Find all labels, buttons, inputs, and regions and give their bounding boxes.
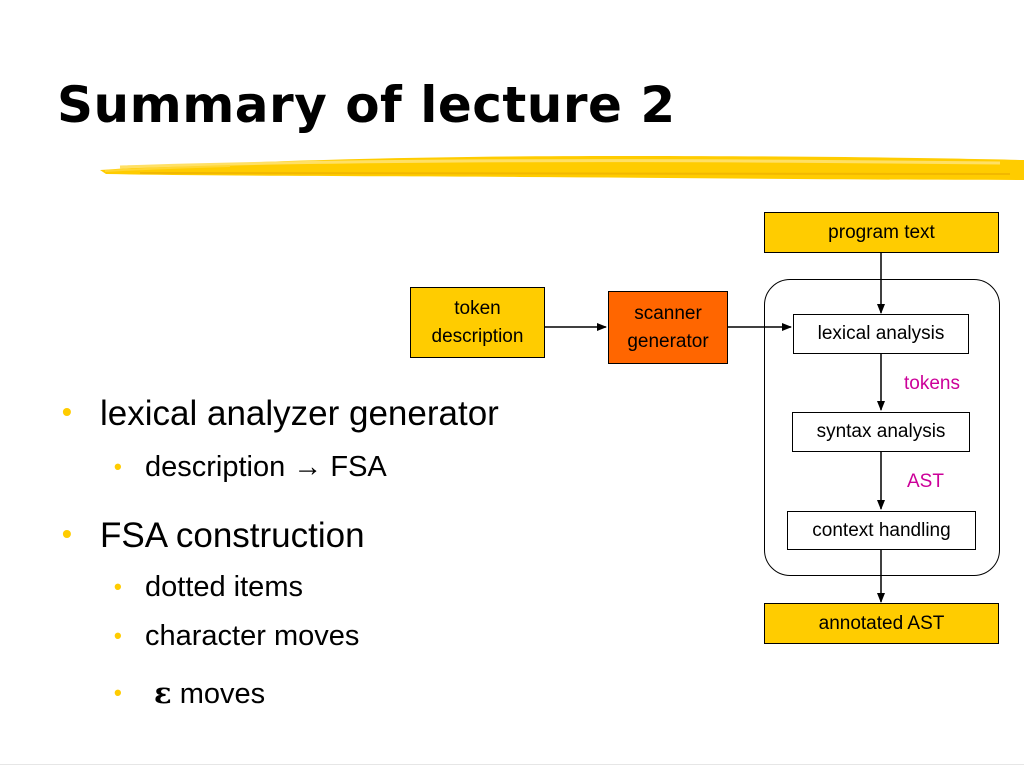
bullet-icon: •: [114, 623, 122, 648]
epsilon-symbol: ε: [154, 676, 172, 710]
context-handling-box: context handling: [787, 511, 976, 550]
bullet-text: character moves: [145, 620, 360, 652]
compiler-frontend-frame: [764, 279, 1000, 576]
bullet-icon: •: [114, 680, 122, 705]
bullet-text: dotted items: [145, 571, 303, 603]
annotated-ast-box: annotated AST: [764, 603, 999, 644]
bullet-text: ε moves: [154, 676, 266, 710]
program-text-box: program text: [764, 212, 999, 253]
bullet-icon: •: [114, 574, 122, 599]
bullet-text: description → FSA: [145, 451, 387, 483]
syntax-analysis-box: syntax analysis: [792, 412, 970, 452]
bullet-text: lexical analyzer generator: [100, 394, 499, 433]
lexical-analysis-box: lexical analysis: [793, 314, 969, 354]
tokens-label: tokens: [904, 373, 960, 394]
title-underline-brush: [100, 156, 1024, 180]
slide-title: Summary of lecture 2: [57, 76, 676, 134]
bullet-icon: •: [62, 518, 72, 549]
bullet-icon: •: [114, 454, 122, 479]
footer-divider: [0, 764, 1024, 765]
bullet-icon: •: [62, 396, 72, 427]
ast-label: AST: [907, 471, 944, 492]
bullet-text: FSA construction: [100, 516, 365, 555]
